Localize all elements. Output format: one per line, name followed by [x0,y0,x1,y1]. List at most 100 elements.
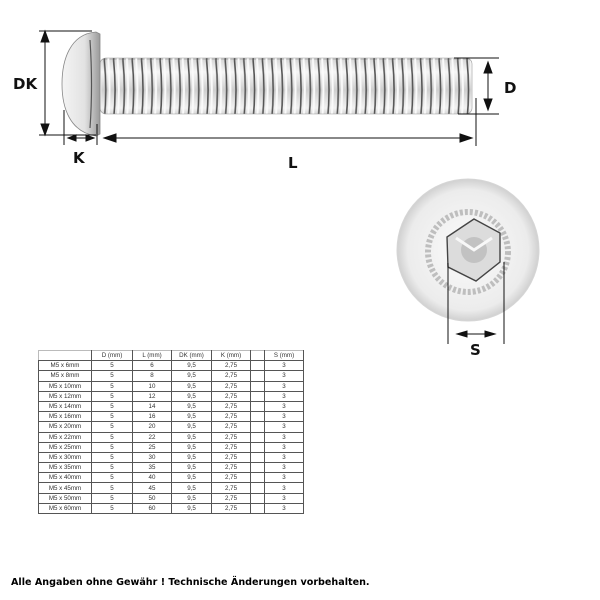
cell-size: M5 x 8mm [38,370,92,382]
cell-blank [250,441,265,453]
cell-l: 35 [132,462,172,474]
screw-side-view-drawing [39,29,540,344]
l-label: L [288,154,298,172]
cell-l: 16 [132,411,172,423]
cell-l: 10 [132,380,172,392]
cell-blank [250,360,265,372]
dk-dimension-line [39,29,96,137]
cell-l: 30 [132,451,172,464]
cell-k: 2,75 [211,492,251,504]
cell-size: M5 x 12mm [38,390,92,402]
header-cell-size [38,349,92,362]
cell-d: 5 [91,390,133,402]
cell-dk: 9,5 [171,492,212,504]
disclaimer-text: Alle Angaben ohne Gewähr ! Technische Än… [11,577,370,588]
cell-blank [250,431,265,443]
cell-s: 3 [264,492,304,504]
cell-blank [250,451,265,464]
cell-dk: 9,5 [171,390,212,402]
cell-s: 3 [264,411,304,423]
cell-d: 5 [91,441,133,453]
cell-blank [250,390,265,402]
cell-s: 3 [264,462,304,474]
cell-s: 3 [264,421,304,433]
cell-size: M5 x 6mm [38,360,92,372]
table-header-row: D (mm) L (mm) DK (mm) K (mm) S (mm) [38,349,304,362]
cell-blank [250,400,265,413]
cell-k: 2,75 [211,380,251,392]
d-label: D [504,79,517,97]
cell-size: M5 x 10mm [38,380,92,392]
cell-dk: 9,5 [171,441,212,453]
header-cell-blank [250,349,265,362]
screw-head [61,31,101,137]
d-dimension-line [454,57,499,115]
cell-blank [250,502,265,515]
cell-size: M5 x 22mm [38,431,92,443]
cell-l: 14 [132,400,172,413]
header-cell-d: D (mm) [91,349,133,362]
cell-d: 5 [91,482,133,494]
cell-k: 2,75 [211,370,251,382]
cell-size: M5 x 40mm [38,472,92,484]
cell-s: 3 [264,370,304,382]
cell-size: M5 x 50mm [38,492,92,504]
header-cell-dk: DK (mm) [171,349,212,362]
cell-dk: 9,5 [171,411,212,423]
cell-dk: 9,5 [171,370,212,382]
cell-d: 5 [91,400,133,413]
cell-dk: 9,5 [171,380,212,392]
header-cell-k: K (mm) [211,349,251,362]
cell-d: 5 [91,380,133,392]
cell-size: M5 x 45mm [38,482,92,494]
cell-blank [250,492,265,504]
cell-size: M5 x 60mm [38,502,92,515]
cell-dk: 9,5 [171,502,212,515]
s-dimension-line [447,262,505,344]
cell-blank [250,380,265,392]
cell-size: M5 x 35mm [38,462,92,474]
cell-d: 5 [91,411,133,423]
cell-k: 2,75 [211,502,251,515]
cell-s: 3 [264,400,304,413]
cell-k: 2,75 [211,421,251,433]
cell-s: 3 [264,441,304,453]
cell-l: 6 [132,360,172,372]
cell-s: 3 [264,390,304,402]
dk-label: DK [13,75,38,93]
cell-d: 5 [91,492,133,504]
spec-table: D (mm) L (mm) DK (mm) K (mm) S (mm) M5 x… [38,349,304,515]
cell-dk: 9,5 [171,431,212,443]
cell-d: 5 [91,360,133,372]
cell-dk: 9,5 [171,400,212,413]
cell-dk: 9,5 [171,451,212,464]
cell-k: 2,75 [211,400,251,413]
cell-k: 2,75 [211,390,251,402]
cell-s: 3 [264,472,304,484]
cell-d: 5 [91,502,133,515]
cell-d: 5 [91,431,133,443]
cell-dk: 9,5 [171,462,212,474]
cell-dk: 9,5 [171,482,212,494]
k-label: K [73,149,85,167]
screw-shaft [99,57,473,115]
cell-k: 2,75 [211,360,251,372]
header-cell-s: S (mm) [264,349,304,362]
cell-size: M5 x 14mm [38,400,92,413]
cell-blank [250,482,265,494]
cell-blank [250,472,265,484]
header-cell-l: L (mm) [132,349,172,362]
cell-d: 5 [91,462,133,474]
cell-s: 3 [264,360,304,372]
